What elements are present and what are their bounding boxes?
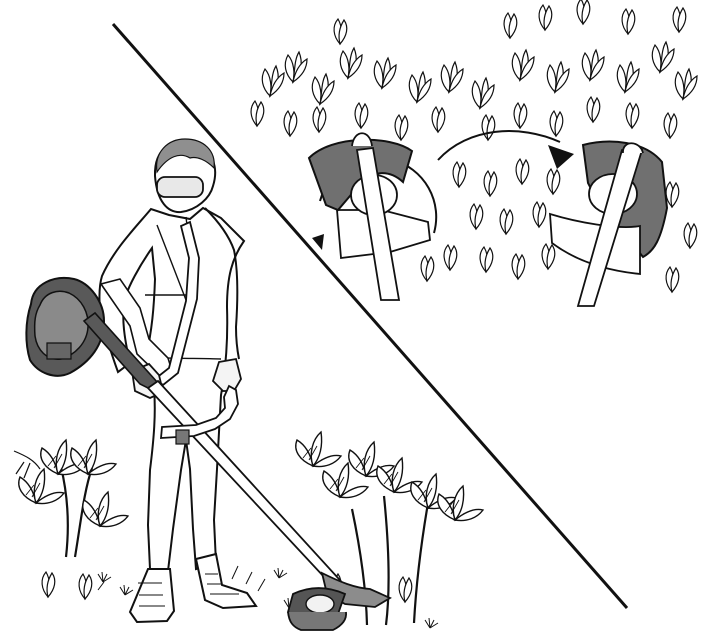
blade-rotation-left (309, 133, 436, 300)
blade-transition-arrow (438, 131, 574, 169)
background-grass-upper (251, 0, 697, 140)
blade-rotation-right (550, 142, 667, 306)
operator (99, 139, 256, 622)
